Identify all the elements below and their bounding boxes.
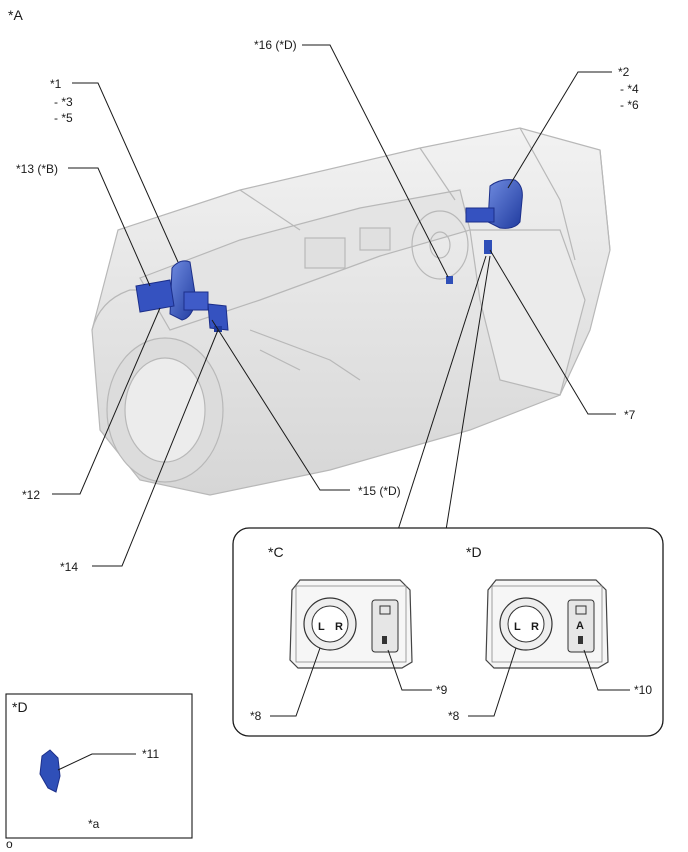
callout-15: *15 (*D) — [358, 484, 401, 498]
switch-c-title: *C — [268, 544, 284, 560]
figure-label: *A — [8, 7, 23, 23]
callout-1: *1 — [50, 77, 62, 91]
callout-14: *14 — [60, 560, 78, 574]
leader-lines — [52, 44, 616, 567]
switch-c-dial-r: R — [335, 621, 343, 633]
callout-1-sub-a: - *3 — [54, 95, 73, 109]
mirror-switch-d: *D L R A *8 *10 — [448, 544, 652, 723]
switch-d-title: *D — [466, 544, 482, 560]
switch-c-fold-button — [371, 599, 399, 653]
steering-column-part — [446, 276, 453, 284]
switch-d-fold-button — [567, 599, 595, 653]
callout-2: *2 — [618, 65, 630, 79]
switch-c-callout-8: *8 — [250, 709, 262, 723]
left-mirror-base — [135, 279, 175, 313]
inset-component — [39, 749, 61, 793]
inset-caption: *a — [88, 817, 100, 831]
callout-labels: *1 - *3 - *5 *13 (*B) *12 *14 *15 (*D) *… — [16, 38, 639, 574]
switch-d-callout-8: *8 — [448, 709, 460, 723]
callout-7: *7 — [624, 408, 636, 422]
corner-mark: o — [6, 837, 13, 851]
inset-frame — [5, 693, 193, 839]
left-mirror-unit — [183, 291, 209, 311]
callout-12: *12 — [22, 488, 40, 502]
inset-detail: *D *11 *a — [5, 693, 193, 839]
switch-c-dial-l: L — [318, 621, 325, 633]
callout-2-sub-a: - *4 — [620, 82, 639, 96]
switch-panel: *C L R *8 *9 *D L R A — [232, 527, 664, 737]
right-outer-mirror — [487, 179, 523, 229]
inset-callout-11: *11 — [142, 747, 159, 761]
callout-13: *13 (*B) — [16, 162, 58, 176]
inset-title: *D — [12, 699, 28, 715]
switch-d-auto-letter: A — [576, 620, 584, 632]
switch-d-dial-r: R — [531, 621, 539, 633]
callout-2-sub-b: - *6 — [620, 98, 639, 112]
left-door-part — [207, 303, 229, 331]
switch-c-dial-inner — [311, 605, 349, 643]
switch-d-dial-inner — [507, 605, 545, 643]
right-door-part — [484, 240, 492, 254]
switch-d-callout-10: *10 — [634, 683, 652, 697]
callout-16: *16 (*D) — [254, 38, 297, 52]
callout-1-sub-b: - *5 — [54, 111, 73, 125]
mirror-switch-c: *C L R *8 *9 — [250, 544, 448, 723]
right-mirror-base — [465, 207, 495, 223]
switch-c-callout-9: *9 — [436, 683, 448, 697]
highlighted-components — [135, 179, 523, 332]
switch-d-dial-l: L — [514, 621, 521, 633]
